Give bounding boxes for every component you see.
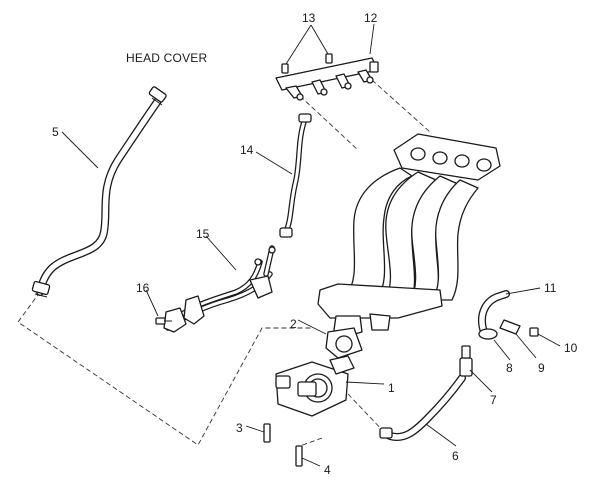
- callout-11: 11: [544, 281, 557, 295]
- fuel-rail: [275, 57, 379, 101]
- pipe-bolt: [155, 317, 172, 325]
- callout-16: 16: [136, 281, 150, 295]
- callout-4: 4: [324, 463, 331, 477]
- callout-14: 14: [240, 143, 254, 157]
- callout-12: 12: [364, 11, 378, 25]
- callout-9: 9: [538, 361, 545, 375]
- callout-7: 7: [490, 393, 497, 407]
- vacuum-hose: [279, 113, 312, 238]
- callout-5: 5: [52, 125, 59, 139]
- hose-connector: [459, 345, 473, 377]
- head-cover-caption: HEAD COVER: [126, 51, 207, 65]
- callout-2: 2: [290, 317, 297, 331]
- callout-15: 15: [196, 227, 210, 241]
- callout-8: 8: [506, 361, 513, 375]
- rail-bolts: [281, 53, 333, 74]
- pcv-hose: [31, 86, 167, 298]
- callout-numbers: 1 2 3 4 5 6 7 8 9 10 11 12 13 14 15 16: [52, 11, 578, 477]
- callout-10: 10: [564, 341, 578, 355]
- callout-1: 1: [388, 381, 395, 395]
- callout-13: 13: [302, 11, 316, 25]
- callout-3: 3: [236, 421, 243, 435]
- throttle-body: [275, 355, 355, 417]
- clamp-bolt: [529, 327, 539, 337]
- reference-lines: [17, 79, 431, 447]
- callout-6: 6: [452, 449, 459, 463]
- throttle-bolts: [263, 423, 303, 467]
- gasket: [325, 327, 363, 359]
- elbow-hose: [478, 290, 510, 336]
- intake-manifold: [317, 133, 501, 339]
- coolant-pipe: [163, 245, 276, 333]
- coolant-hose: [379, 374, 466, 441]
- leader-lines: [61, 23, 561, 467]
